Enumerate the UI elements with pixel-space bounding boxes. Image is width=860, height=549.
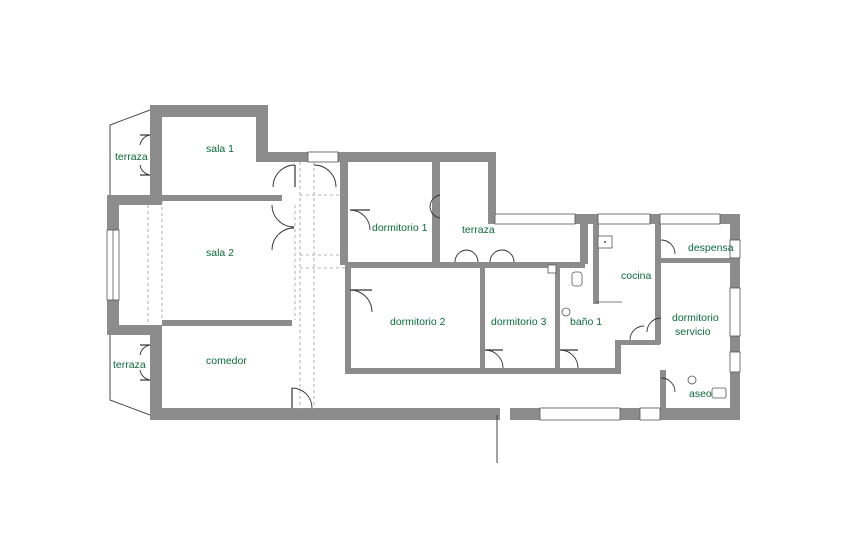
label-dormitorio-3: dormitorio 3 [491, 316, 547, 328]
label-cocina: cocina [621, 270, 652, 282]
label-dormitorio-servicio-2: servicio [675, 326, 711, 338]
label-dormitorio-1: dormitorio 1 [372, 222, 428, 234]
label-terraza-bottom: terraza [113, 359, 146, 371]
windows [106, 151, 741, 421]
label-terraza-mid: terraza [462, 224, 495, 236]
label-sala-1: sala 1 [206, 143, 234, 155]
label-dormitorio-2: dormitorio 2 [390, 316, 446, 328]
label-bano-1: baño 1 [570, 316, 602, 328]
walls [107, 105, 740, 420]
label-sala-2: sala 2 [206, 247, 234, 259]
label-dormitorio-servicio-1: dormitorio [672, 312, 719, 324]
label-comedor: comedor [206, 355, 247, 367]
dashed-lines [147, 162, 350, 410]
doors [139, 134, 676, 409]
room-labels: terraza sala 1 sala 2 terraza comedor do… [113, 143, 734, 400]
fixtures [547, 235, 727, 399]
label-aseo: aseo [689, 388, 712, 400]
label-terraza-top: terraza [115, 151, 148, 163]
label-despensa: despensa [688, 242, 734, 254]
